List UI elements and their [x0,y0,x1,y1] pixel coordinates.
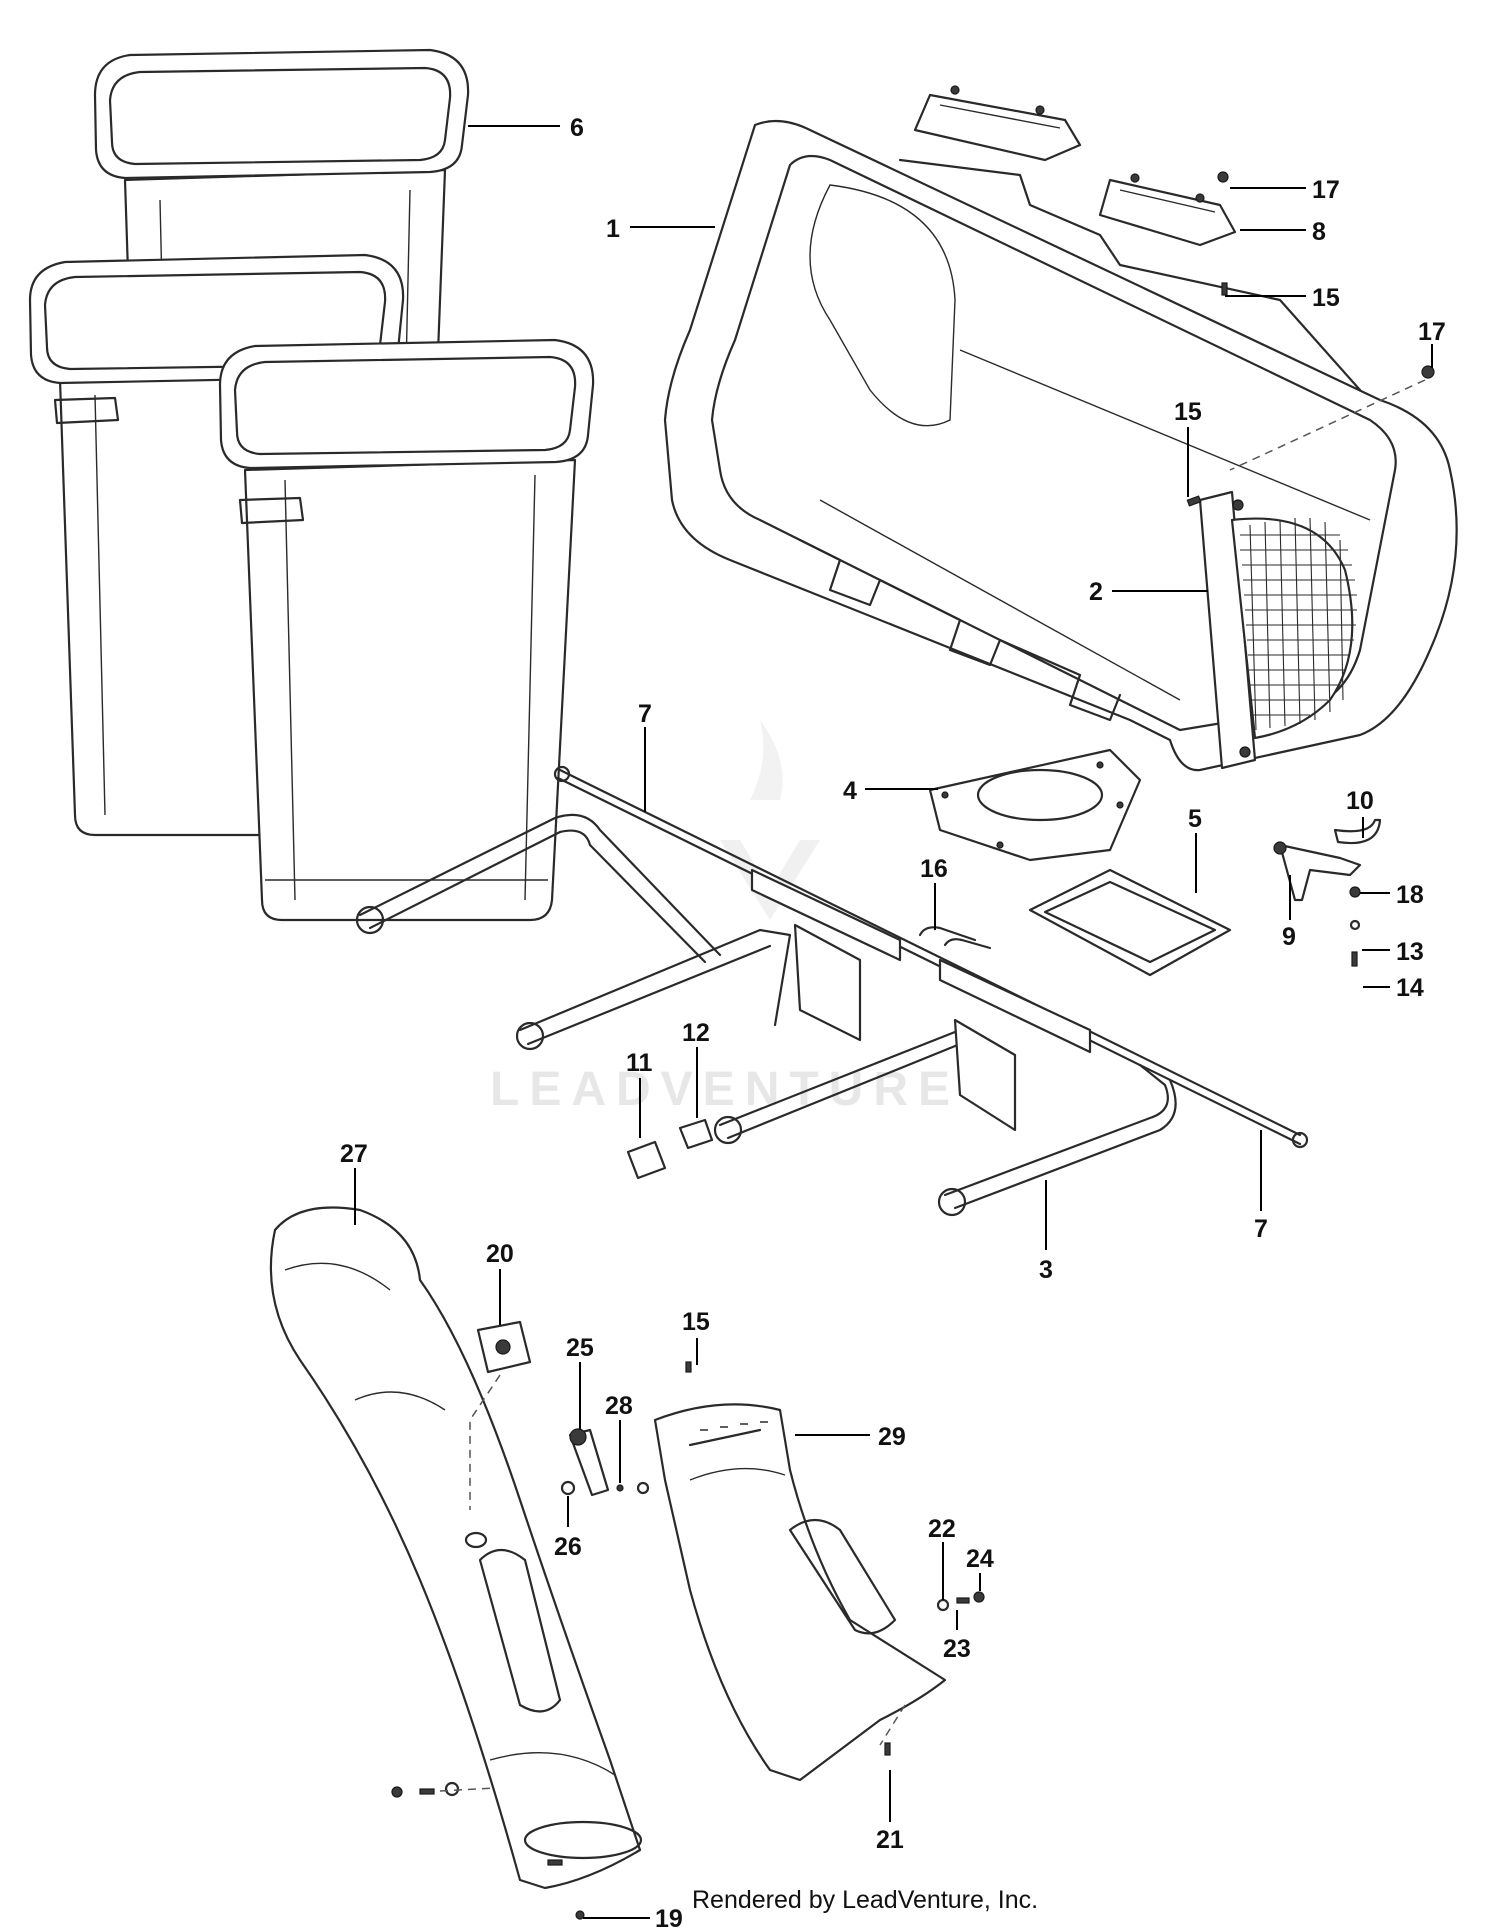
bolt [685,1361,692,1373]
hairpin-clip [918,926,992,950]
latch-hardware [1349,886,1361,967]
callout-26: 26 [554,1533,582,1561]
callout-2: 2 [1089,578,1103,606]
callout-25: 25 [566,1334,594,1362]
callout-28: 28 [605,1392,633,1420]
callout-24: 24 [966,1545,994,1573]
callout-3: 3 [1039,1256,1053,1284]
gasket-frame [1028,868,1232,977]
callout-1: 1 [606,215,620,243]
chute-clip [476,1320,532,1374]
callout-15-screen: 15 [1174,398,1202,426]
callout-14: 14 [1396,974,1424,1002]
watermark-text: LEADVENTURE [490,1063,960,1116]
hinge-bracket-upper [913,85,1082,162]
callout-15-bracket: 15 [1312,284,1340,312]
callout-22: 22 [928,1515,956,1543]
latch-arm [1273,841,1362,902]
callout-6: 6 [570,114,584,142]
callout-27: 27 [340,1140,368,1168]
callout-17-housing: 17 [1418,318,1446,346]
callout-29: 29 [878,1423,906,1451]
end-plug [626,1140,667,1180]
screen-panel [1198,490,1357,770]
bolt [1221,282,1228,296]
callout-4: 4 [843,777,857,805]
callout-10: 10 [1346,787,1374,815]
nut [1217,171,1229,183]
callout-18: 18 [1396,881,1424,909]
callout-7-lower: 7 [1254,1215,1268,1243]
callout-17-bracket: 17 [1312,176,1340,204]
leader-lines [354,125,1433,1919]
bolt [1186,495,1202,507]
nut [1421,365,1435,379]
hinge-bracket [1098,173,1237,247]
callout-16: 16 [920,855,948,883]
bag-front [218,338,595,922]
callout-labels: 1 2 3 4 5 6 7 7 8 9 10 11 12 13 14 15 15… [340,114,1446,1928]
watermark-logo [720,720,820,920]
callout-7-upper: 7 [638,700,652,728]
bushing [678,1118,714,1150]
callout-13: 13 [1396,938,1424,966]
latch-spring [1333,818,1382,845]
discharge-chute [269,1206,643,1890]
deflector-hardware [879,1591,985,1756]
support-frame [355,765,1309,1217]
callout-15-chute: 15 [682,1308,710,1336]
screen-mesh [1240,517,1357,731]
chute-hardware [391,1781,585,1920]
callout-5: 5 [1188,805,1202,833]
deflector [653,1403,947,1782]
adapter-plate [928,748,1142,862]
callout-20: 20 [486,1240,514,1268]
callout-11: 11 [626,1049,653,1077]
callout-9: 9 [1282,923,1296,951]
callout-21: 21 [876,1826,904,1854]
deflector-lever [560,1428,650,1497]
callout-8: 8 [1312,218,1326,246]
callout-23: 23 [943,1635,971,1663]
callout-12: 12 [682,1019,710,1047]
render-credit: Rendered by LeadVenture, Inc. [692,1886,1039,1914]
callout-19: 19 [655,1905,683,1928]
